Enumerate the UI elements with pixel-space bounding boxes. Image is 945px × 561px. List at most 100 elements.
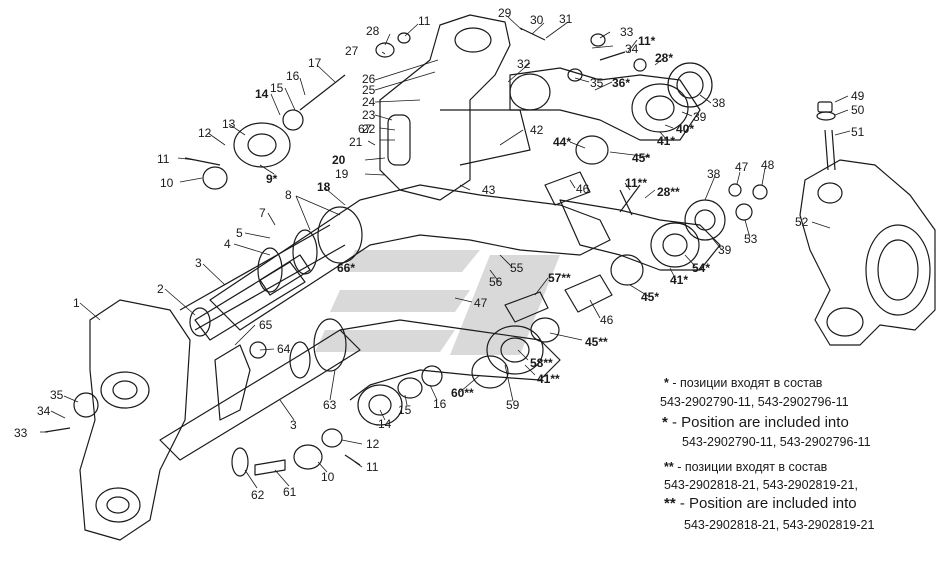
callout-16-lower: 16 <box>433 397 447 411</box>
callout-41-star-upper: 41* <box>657 134 676 148</box>
callout-3-lower: 3 <box>290 418 297 432</box>
callout-17: 17 <box>308 56 322 70</box>
callout-60: 60** <box>451 386 474 400</box>
callout-47-lower: 47 <box>474 296 488 310</box>
callout-11-star: 11* <box>638 34 656 48</box>
callout-53: 53 <box>744 232 758 246</box>
callout-14: 14 <box>255 87 269 101</box>
callout-65: 65 <box>259 318 273 332</box>
callout-31: 31 <box>559 12 573 26</box>
callout-38-upper: 38 <box>712 96 726 110</box>
left-housing-bracket <box>44 299 191 541</box>
callout-49: 49 <box>851 89 865 103</box>
callout-19: 19 <box>335 167 349 181</box>
legend-line-5: ** - позиции входят в состав <box>664 460 827 474</box>
callout-52: 52 <box>795 215 809 229</box>
callout-40: 40* <box>676 122 695 136</box>
legend-line-2: 543-2902790-11, 543-2902796-11 <box>660 395 849 409</box>
callout-11: 11 <box>157 152 170 166</box>
callout-36: 36* <box>612 76 631 90</box>
legend-text-7: - Position are included into <box>675 495 857 512</box>
callout-48: 48 <box>761 158 775 172</box>
upper-right-rings <box>633 58 713 108</box>
callout-42: 42 <box>530 123 544 137</box>
bushings-and-seals <box>504 135 644 323</box>
callout-44: 44* <box>553 135 572 149</box>
callout-32: 32 <box>517 57 531 71</box>
legend-mark-7: ** <box>664 495 676 512</box>
steering-knuckle <box>799 101 936 346</box>
legend-text-5: - позиции входят в состав <box>673 460 828 474</box>
callout-21: 21 <box>349 135 363 149</box>
callout-20: 20 <box>332 153 346 167</box>
callout-34-upper: 34 <box>625 42 639 56</box>
callout-34: 34 <box>37 404 51 418</box>
legend-line-3: * - Position are included into <box>662 414 849 431</box>
callout-41-double: 41** <box>537 372 560 386</box>
callout-22: 22 <box>362 122 376 136</box>
legend-text-1: - позиции входят в состав <box>668 376 823 390</box>
legend-mark-1: * <box>664 376 669 390</box>
callout-61: 61 <box>283 485 297 499</box>
legend-text-3: - Position are included into <box>667 414 849 431</box>
legend-line-6: 543-2902818-21, 543-2902819-21, <box>664 478 858 492</box>
callout-46-lower: 46 <box>600 313 614 327</box>
callout-45-double: 45** <box>585 335 608 349</box>
callout-27: 27 <box>345 44 359 58</box>
callout-25: 25 <box>362 83 376 97</box>
callout-18: 18 <box>317 180 331 194</box>
lower-rings <box>471 317 560 389</box>
callout-9: 9* <box>266 172 278 186</box>
callout-14-lower: 14 <box>378 417 392 431</box>
legend-mark-3: * <box>662 414 668 431</box>
callout-35-upper: 35 <box>590 76 604 90</box>
legend-line-4: 543-2902790-11, 543-2902796-11 <box>682 435 871 449</box>
callout-28: 28 <box>366 24 380 38</box>
lower-lever-assembly <box>339 319 561 426</box>
callout-33-upper: 33 <box>620 25 634 39</box>
callout-45-star-middle: 45* <box>641 290 660 304</box>
callout-56: 56 <box>489 275 503 289</box>
callout-1: 1 <box>73 296 80 310</box>
callout-7: 7 <box>259 206 266 220</box>
callout-24: 24 <box>362 95 376 109</box>
callout-15: 15 <box>270 81 284 95</box>
callout-39-upper: 39 <box>693 110 707 124</box>
callout-30: 30 <box>530 13 544 27</box>
main-shaft-assembly <box>179 184 611 331</box>
callout-13: 13 <box>222 117 236 131</box>
left-small-parts <box>189 307 361 477</box>
spline-shaft-upper <box>194 254 311 341</box>
callout-39-middle: 39 <box>718 243 732 257</box>
callout-43: 43 <box>482 183 496 197</box>
callout-58: 58** <box>530 356 553 370</box>
callout-46-upper: 46 <box>576 182 590 196</box>
callout-63: 63 <box>323 398 337 412</box>
leader-lines <box>40 16 851 489</box>
callout-11-double: 11** <box>625 176 648 190</box>
callout-10-lower: 10 <box>321 470 335 484</box>
callout-12-lower: 12 <box>366 437 380 451</box>
callout-64: 64 <box>277 342 291 356</box>
callout-38-middle: 38 <box>707 167 721 181</box>
callout-62: 62 <box>251 488 265 502</box>
spline-shaft-lower <box>159 318 361 461</box>
callout-11-lower: 11 <box>366 460 379 474</box>
callout-50: 50 <box>851 103 865 117</box>
callout-11: 11 <box>418 14 431 28</box>
callout-41-star-middle: 41* <box>670 273 689 287</box>
callout-66: 66* <box>337 261 356 275</box>
callout-51: 51 <box>851 125 865 139</box>
callout-28-star: 28* <box>655 51 674 65</box>
legend-line-8: 543-2902818-21, 543-2902819-21 <box>684 518 875 532</box>
callout-15-lower: 15 <box>398 403 412 417</box>
callout-45-star: 45* <box>632 151 651 165</box>
callout-29: 29 <box>498 6 512 20</box>
callout-8: 8 <box>285 188 292 202</box>
callout-57: 57** <box>548 271 571 285</box>
middle-small-parts <box>619 183 768 221</box>
callout-35: 35 <box>50 388 64 402</box>
callout-4: 4 <box>224 237 231 251</box>
callout-33: 33 <box>14 426 28 440</box>
